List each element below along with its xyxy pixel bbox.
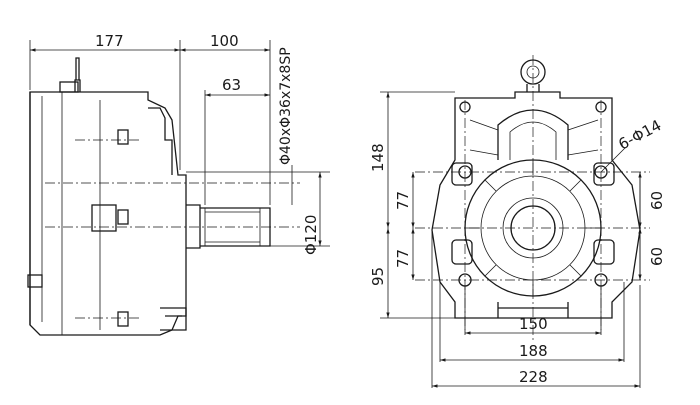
- front-outer-outline: [431, 91, 641, 319]
- pocket-ul: [451, 162, 473, 186]
- hole-leader: [600, 147, 626, 173]
- pocket-ll: [451, 239, 473, 265]
- pocket-lr: [593, 239, 615, 265]
- spline-lines: [205, 211, 260, 243]
- lifting-lug: [74, 57, 81, 92]
- bolt-middle: [117, 209, 129, 225]
- hole-callout-label: 6-Φ14: [615, 116, 664, 153]
- spline: [204, 207, 261, 247]
- dim-label-right-upper: 60: [648, 191, 666, 210]
- boss-top: [59, 81, 79, 93]
- dim-label-body-width: 177: [95, 32, 124, 50]
- front-bearing-housing: [148, 107, 173, 175]
- dim-label-center-to-top: 148: [369, 143, 387, 172]
- dim-label-right-lower: 60: [648, 247, 666, 266]
- top-ribs: [469, 119, 599, 156]
- dim-label-upper-hole-spacing: 77: [394, 191, 412, 210]
- boss-middle: [91, 204, 117, 232]
- lifting-eye-stem: [526, 84, 540, 92]
- housing-outline: [29, 91, 187, 336]
- drain-plug: [27, 274, 43, 288]
- bolt-lower: [117, 311, 129, 327]
- dim-label-flange-diameter: Φ120: [302, 215, 320, 255]
- dim-label-center-to-bottom: 95: [369, 267, 387, 286]
- shaft-spec-label: Φ40xΦ36x7x8SP: [278, 47, 294, 165]
- bolt-upper: [117, 129, 129, 145]
- dim-label-lower-hole-spacing: 77: [394, 249, 412, 268]
- dim-label-spline-length: 63: [222, 76, 241, 94]
- dim-label-shaft-extension: 100: [210, 32, 239, 50]
- side-view: 177 100 63 Φ40xΦ36x7x8SP Φ120: [27, 32, 330, 336]
- section-lines: [61, 92, 101, 335]
- bottom-foot: [160, 307, 187, 331]
- dim-label-flange-width: 188: [519, 342, 548, 360]
- output-shaft: [186, 204, 271, 249]
- dim-label-hole-pitch: 150: [519, 315, 548, 333]
- front-view: 148 95 77 77 60 60 6-Φ14 150 188 228: [369, 55, 666, 388]
- pocket-ur: [593, 162, 615, 186]
- dim-label-overall-width: 228: [519, 368, 548, 386]
